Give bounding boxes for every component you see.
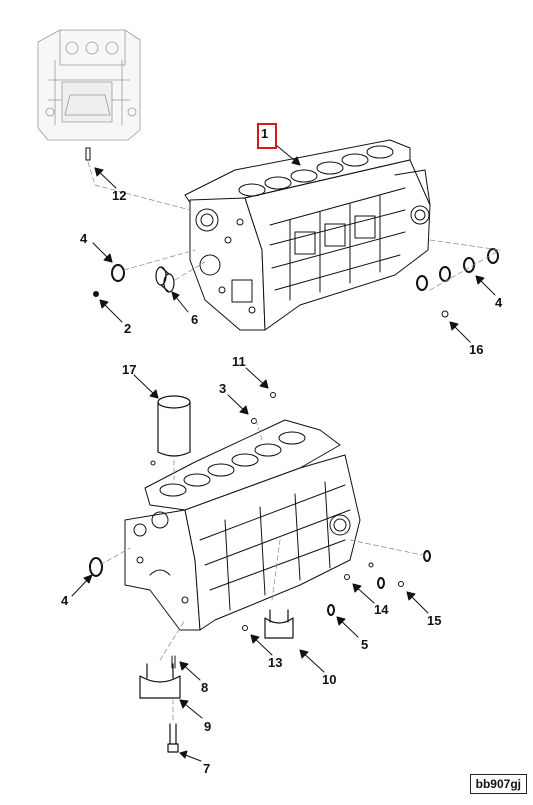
callout-2[interactable]: 2 — [124, 321, 132, 336]
lower-engine-block — [124, 419, 361, 631]
plug-part-13 — [242, 625, 248, 631]
center-lines — [87, 161, 501, 721]
callout-4[interactable]: 4 — [495, 295, 503, 310]
reference-thumbnail — [37, 29, 141, 141]
ball-plug — [93, 291, 99, 297]
plug-part-small — [150, 460, 156, 466]
o-ring-left-upper — [111, 264, 125, 282]
o-rings-right-lower — [327, 550, 431, 616]
plug-part-extra — [368, 562, 374, 568]
o-ring-left-lower — [89, 557, 103, 577]
callout-16[interactable]: 16 — [469, 342, 484, 357]
o-rings-right-upper — [416, 248, 499, 291]
dowel-pin-part — [85, 147, 91, 161]
callout-14[interactable]: 14 — [374, 602, 389, 617]
callout-17[interactable]: 17 — [122, 362, 137, 377]
callout-13[interactable]: 13 — [268, 655, 283, 670]
plug-part — [441, 310, 449, 318]
callout-4[interactable]: 4 — [80, 231, 88, 246]
callout-12[interactable]: 12 — [112, 188, 127, 203]
callout-3[interactable]: 3 — [219, 381, 227, 396]
bearing-cap-upper — [264, 609, 294, 639]
figure-reference-code: bb907gj — [469, 774, 527, 794]
callout-arrows — [71, 144, 496, 762]
callout-4[interactable]: 4 — [61, 593, 69, 608]
bushing-part — [155, 266, 175, 293]
stud-part — [171, 655, 176, 669]
callout-8[interactable]: 8 — [201, 680, 209, 695]
bearing-cap-lower — [139, 663, 181, 699]
callout-1[interactable]: 1 — [261, 126, 269, 141]
plug-part-15 — [398, 581, 404, 587]
plug-part-14 — [344, 574, 350, 580]
callout-9[interactable]: 9 — [204, 719, 212, 734]
selected-part-highlight — [257, 123, 277, 149]
callout-6[interactable]: 6 — [191, 312, 199, 327]
plug-part-3 — [251, 418, 257, 424]
main-bolt — [167, 723, 179, 753]
upper-engine-block — [184, 139, 431, 331]
cylinder-liner — [157, 395, 191, 457]
callout-7[interactable]: 7 — [203, 761, 211, 776]
callout-15[interactable]: 15 — [427, 613, 442, 628]
callout-10[interactable]: 10 — [322, 672, 337, 687]
plug-part-11 — [270, 392, 276, 398]
callout-11[interactable]: 11 — [232, 354, 246, 369]
callout-5[interactable]: 5 — [361, 637, 369, 652]
